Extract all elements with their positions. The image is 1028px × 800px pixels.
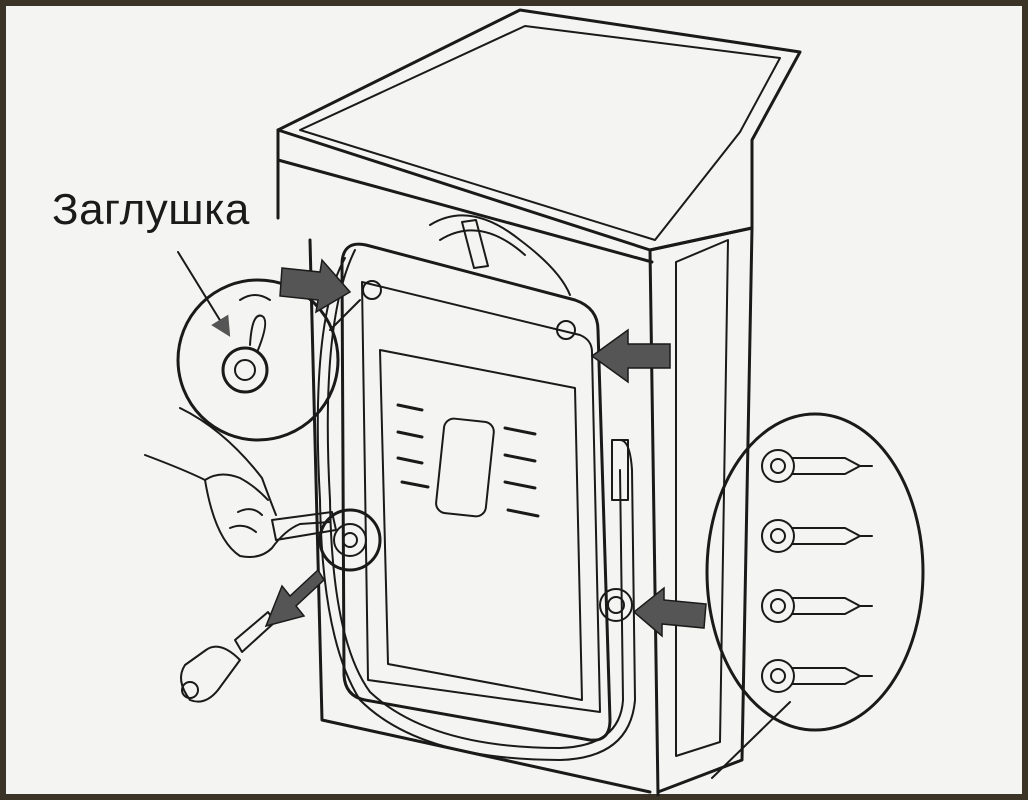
illustration-frame xyxy=(6,6,1022,794)
removed-bolt xyxy=(180,611,276,703)
rear-panel xyxy=(340,242,612,742)
plug-cap-icon xyxy=(221,314,269,394)
callout-pointer xyxy=(177,251,231,337)
arrow-icon xyxy=(264,258,707,638)
bolt-hole-top-left xyxy=(362,280,382,300)
bolt-hole-bottom-right xyxy=(599,588,633,622)
bolts-callout xyxy=(705,412,925,779)
hand-icon xyxy=(144,407,337,558)
bolt-hole-bottom-left xyxy=(318,508,382,572)
plug-cap-callout xyxy=(176,278,361,442)
machine-body xyxy=(276,8,802,797)
shipping-bolt-icon xyxy=(761,449,873,693)
bolt-hole-top-right xyxy=(556,320,576,340)
plug-cap-label: Заглушка xyxy=(52,185,250,234)
